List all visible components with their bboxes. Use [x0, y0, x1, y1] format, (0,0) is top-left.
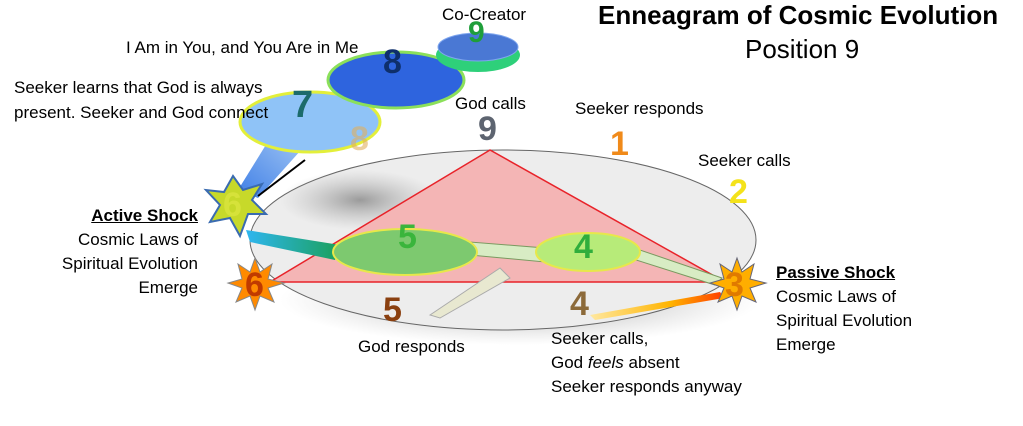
disc-5 — [332, 228, 478, 276]
beam-6-to-5 — [246, 230, 340, 260]
beam-low-5 — [428, 267, 511, 319]
number-9-base: 9 — [478, 110, 497, 148]
number-6-base: 6 — [245, 266, 264, 304]
label-point4-line3: Seeker responds anyway — [551, 377, 742, 396]
number-8-faded: 8 — [350, 120, 369, 158]
disc-7 — [238, 90, 382, 154]
number-4-disc: 4 — [574, 228, 593, 266]
disc-4 — [535, 232, 641, 272]
passive-shock-heading: Passive Shock — [776, 263, 896, 282]
label-seeker-learns-2: present. Seeker and God connect — [14, 103, 269, 122]
label-point4-line2: God feels absent — [551, 351, 742, 375]
number-4-base: 4 — [570, 285, 589, 323]
label-god-responds: God responds — [358, 337, 465, 356]
number-1: 1 — [610, 125, 629, 163]
label-i-am-in-you: I Am in You, and You Are in Me — [126, 38, 359, 57]
label-point4-line1: Seeker calls, — [551, 329, 649, 348]
active-shock-star-6 — [226, 256, 286, 312]
beam-4-to-3-low — [590, 292, 724, 320]
page-subtitle: Position 9 — [745, 34, 860, 64]
number-5-disc: 5 — [398, 218, 417, 256]
label-god-calls: God calls — [455, 94, 526, 113]
text: absent — [623, 353, 680, 372]
passive-shock-label: Passive Shock Cosmic Laws of Spiritual E… — [776, 261, 912, 357]
number-9-top: 9 — [468, 16, 485, 49]
label-point4: Seeker calls, God feels absent Seeker re… — [551, 327, 742, 399]
text: God — [551, 353, 588, 372]
disc-9 — [437, 32, 519, 62]
page-title: Enneagram of Cosmic Evolution — [598, 0, 999, 30]
number-5-base: 5 — [383, 291, 402, 329]
active-shock-line2: Spiritual Evolution — [61, 254, 198, 273]
passive-shock-line2: Spiritual Evolution — [776, 311, 913, 330]
active-shock-heading: Active Shock — [91, 206, 198, 225]
disc-8 — [326, 50, 466, 110]
label-seeker-learns-1: Seeker learns that God is always — [14, 78, 263, 97]
label-seeker-responds: Seeker responds — [575, 99, 704, 118]
passive-shock-star-3 — [708, 256, 768, 312]
passive-shock-line1: Cosmic Laws of — [776, 287, 896, 306]
active-shock-line1: Cosmic Laws of — [78, 230, 198, 249]
number-2: 2 — [729, 173, 748, 211]
number-6-active: 6 — [223, 186, 242, 224]
active-shock-line3: Emerge — [138, 278, 198, 297]
label-seeker-calls: Seeker calls — [698, 151, 791, 170]
connector-line — [257, 159, 306, 197]
text-italic: feels — [587, 353, 624, 372]
passive-shock-line3: Emerge — [776, 335, 836, 354]
active-shock-icon — [203, 174, 269, 239]
number-8-top: 8 — [383, 43, 402, 81]
active-shock-label: Active Shock Cosmic Laws of Spiritual Ev… — [62, 204, 198, 300]
label-co-creator: Co-Creator — [442, 5, 527, 24]
number-3: 3 — [725, 266, 744, 304]
number-7: 7 — [292, 84, 314, 126]
